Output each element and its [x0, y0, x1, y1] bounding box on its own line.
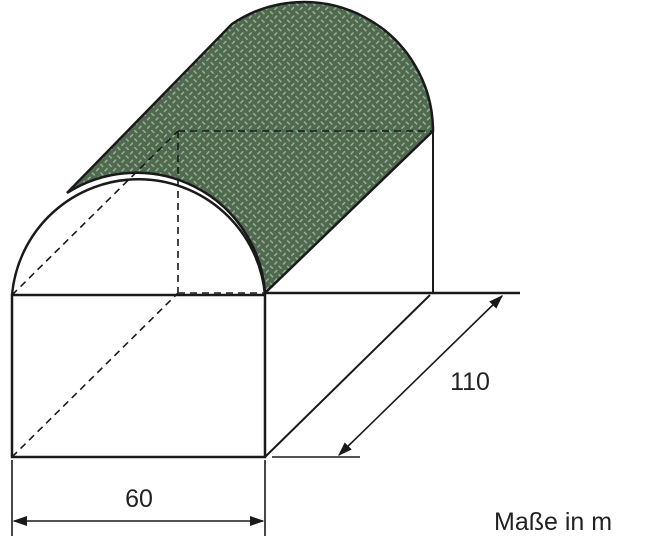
width-dimension: [11, 460, 266, 536]
bottom-receding-edge: [264, 294, 431, 458]
width-label: 60: [125, 485, 153, 513]
front-face: [10, 178, 267, 459]
units-note: Maße in m: [494, 508, 612, 536]
depth-dimension: [272, 294, 504, 458]
curved-surface: [66, 0, 435, 296]
hidden-edges: [11, 130, 433, 458]
depth-label: 110: [450, 368, 490, 396]
